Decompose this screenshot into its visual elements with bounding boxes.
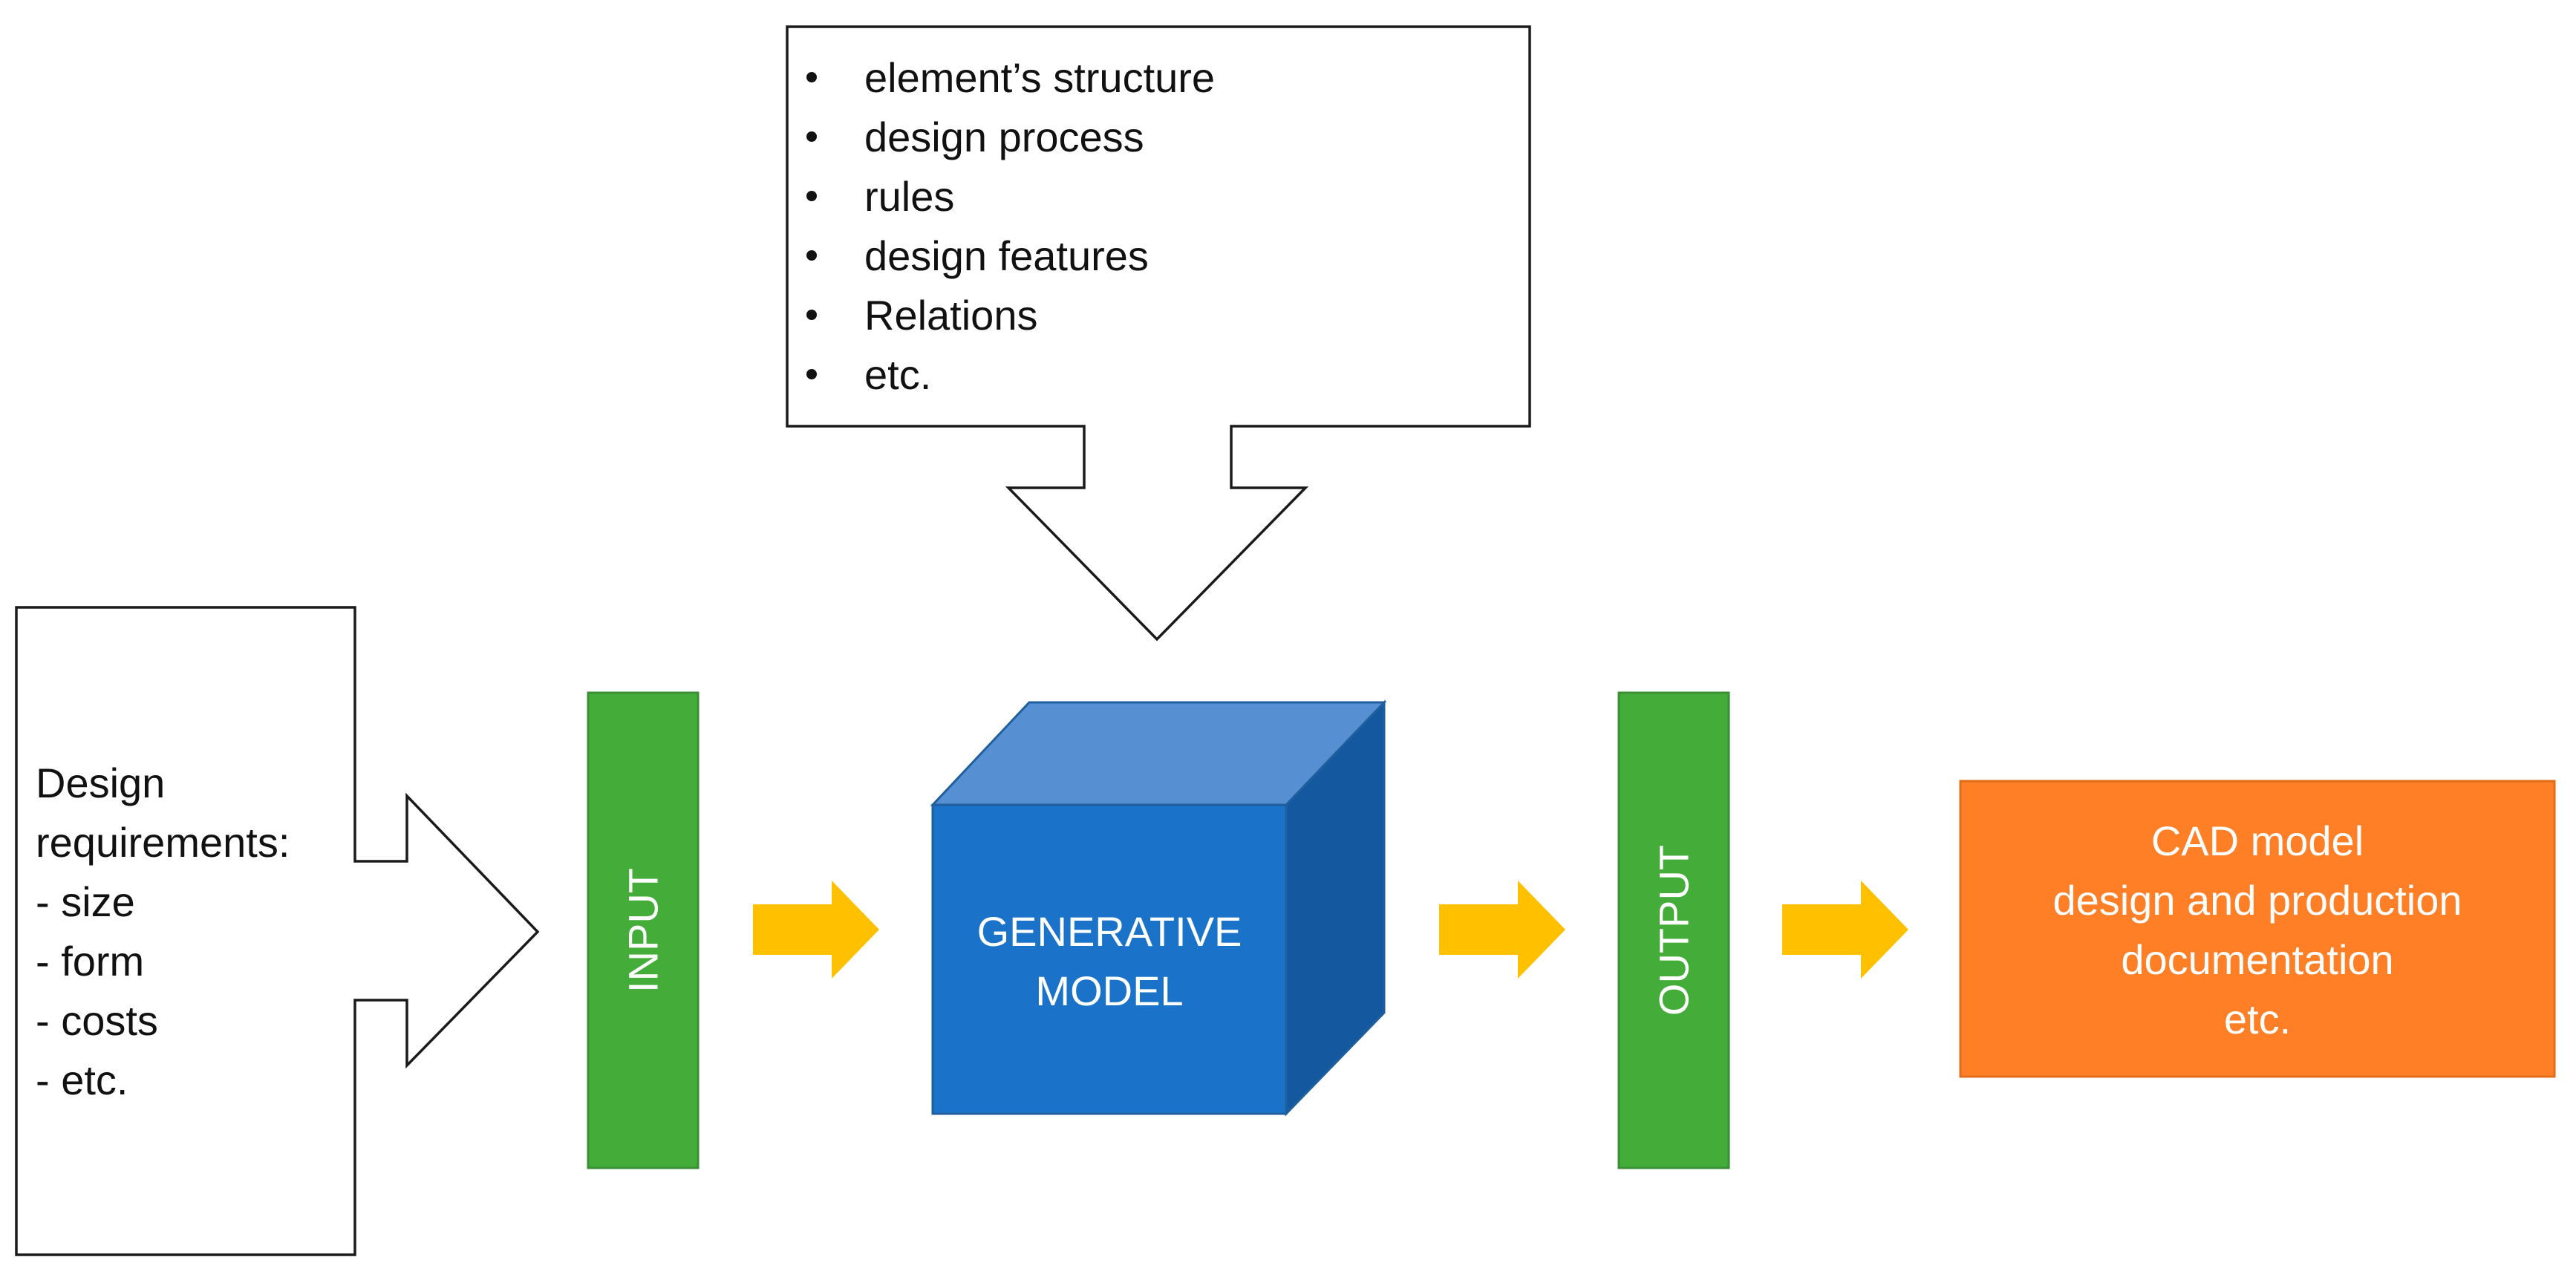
flow-arrow-icon (1439, 881, 1565, 979)
output-bar-label: OUTPUT (1651, 845, 1698, 1016)
left-callout-text: Design requirements: - size - form - cos… (36, 760, 290, 1103)
top-callout-item: etc. (864, 351, 931, 398)
top-callout-item: design process (864, 114, 1144, 160)
left-callout-line: - etc. (36, 1057, 128, 1103)
cube-label-line: GENERATIVE (977, 908, 1242, 955)
bullet-icon (806, 191, 817, 201)
bullet-icon (806, 250, 817, 261)
bullet-icon (806, 72, 817, 82)
left-callout-line: Design (36, 760, 165, 806)
output-bar-fill (1617, 691, 1730, 1169)
top-callout-item: element’s structure (864, 54, 1215, 101)
input-bar-fill (587, 691, 700, 1169)
bullet-icon (806, 310, 817, 320)
left-callout-line: - form (36, 938, 144, 985)
cube-front-face (931, 803, 1288, 1115)
left-callout: Design requirements: - size - form - cos… (15, 606, 540, 1256)
left-callout-line: requirements: (36, 819, 290, 866)
bullet-icon (806, 131, 817, 142)
generative-model-cube: GENERATIVE MODEL (930, 699, 1387, 1117)
top-callout-item: Relations (864, 292, 1037, 339)
input-bar-label: INPUT (620, 868, 667, 993)
top-callout-item: rules (864, 173, 954, 220)
bullet-icon (806, 369, 817, 379)
result-box-line: documentation (2121, 936, 2393, 983)
cube-label-line: MODEL (1035, 967, 1183, 1014)
flow-arrow-icon (753, 881, 879, 979)
top-callout: element’s structure design process rules… (786, 25, 1531, 642)
result-box-fill (1959, 780, 2556, 1078)
output-bar: OUTPUT (1617, 691, 1730, 1169)
left-callout-line: - size (36, 878, 135, 925)
result-box-line: etc. (2224, 996, 2291, 1042)
input-bar: INPUT (587, 691, 700, 1169)
flow-arrow-icon (1782, 881, 1908, 979)
top-callout-shape (786, 25, 1531, 642)
left-callout-shape (15, 606, 540, 1256)
result-box-line: design and production (2052, 877, 2462, 924)
left-callout-line: - costs (36, 997, 158, 1044)
top-callout-list: element’s structure design process rules… (806, 54, 1215, 398)
result-box-line: CAD model (2151, 817, 2364, 864)
result-box: CAD model design and production document… (1959, 780, 2556, 1078)
top-callout-item: design features (864, 232, 1149, 279)
